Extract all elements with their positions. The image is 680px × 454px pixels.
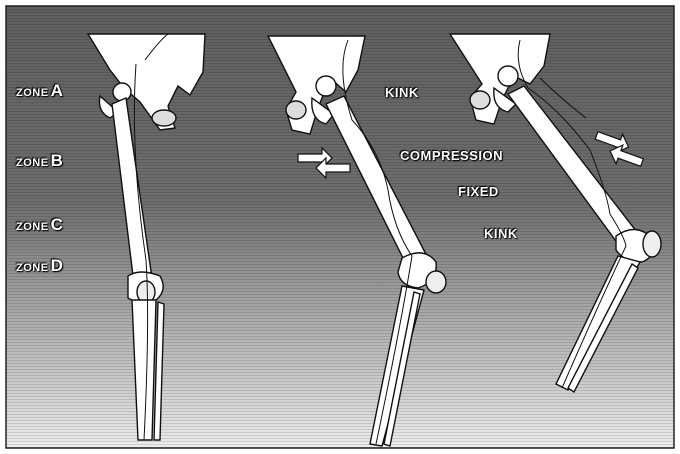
patella-2 (426, 271, 446, 293)
fixed-label: FIXED (458, 184, 499, 199)
kink-label-lower: KINK (484, 226, 518, 241)
kink-label-upper: KINK (385, 85, 419, 100)
femoral-head-2 (316, 76, 336, 96)
femoral-head-3 (498, 66, 518, 86)
compression-label: COMPRESSION (400, 148, 503, 163)
femoral-head-1 (113, 83, 131, 101)
patella-3 (643, 231, 661, 257)
